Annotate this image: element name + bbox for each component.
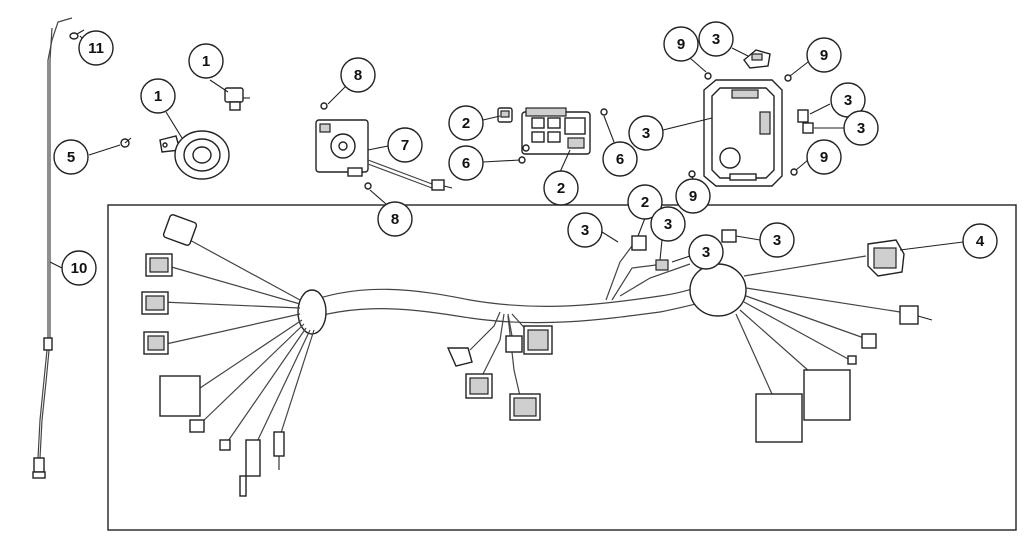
callout-3-harness-mid: 3 (664, 216, 672, 233)
screw-5 (120, 137, 132, 148)
clip-1 (224, 87, 250, 111)
callout-3-right-a: 3 (844, 92, 852, 109)
screw-6-right (600, 108, 608, 116)
throttle-cable (32, 17, 73, 479)
callout-6-right: 6 (616, 151, 624, 168)
callout-3-harness-center: 3 (702, 244, 710, 261)
callout-2-left: 2 (462, 115, 470, 132)
callout-9-bottom: 9 (689, 188, 697, 205)
bracket-3-right-a (797, 109, 809, 123)
controller-2 (521, 107, 591, 155)
callout-11: 11 (88, 40, 104, 57)
harness-trunk (297, 263, 747, 335)
callout-3-top: 3 (712, 31, 720, 48)
callout-4: 4 (976, 233, 985, 250)
harness-left-branches (141, 214, 315, 497)
screw-11 (69, 29, 85, 40)
callout-3-right-b: 3 (857, 120, 865, 137)
callout-2-bottom: 2 (557, 180, 565, 197)
bracket-3-top (743, 49, 771, 69)
callout-8-bottom: 8 (391, 211, 399, 228)
module-7 (315, 119, 453, 191)
horn (159, 130, 230, 180)
harness-right-branches (735, 239, 933, 443)
callout-9-right: 9 (820, 149, 828, 166)
callouts: 11 1 1 5 8 7 8 10 2 6 (49, 21, 998, 286)
callout-3-harness-right: 3 (773, 232, 781, 249)
screw-8-bottom (364, 182, 372, 190)
callout-6-left: 6 (462, 155, 470, 172)
callout-5: 5 (67, 149, 75, 166)
bracket-3-right-b (802, 122, 814, 134)
screw-8-top (320, 102, 328, 110)
callout-9-top-left: 9 (677, 36, 685, 53)
screw-9-d (790, 168, 798, 176)
callout-1-horn: 1 (154, 88, 162, 105)
callout-1-top: 1 (202, 53, 210, 70)
callout-8-top: 8 (354, 67, 362, 84)
harness-center-branches (446, 311, 553, 421)
callout-7: 7 (401, 137, 409, 154)
callout-9-top-right: 9 (820, 47, 828, 64)
ecu-3 (703, 79, 783, 187)
callout-3-harness-left: 3 (581, 222, 589, 239)
callout-2-harness: 2 (641, 194, 649, 211)
harness-upper-branch (605, 229, 737, 301)
callout-3-ecu: 3 (642, 125, 650, 142)
callout-10: 10 (71, 260, 88, 277)
screw-9-b (784, 74, 792, 82)
screw-9-a (704, 72, 712, 80)
relay-2 (497, 107, 513, 123)
